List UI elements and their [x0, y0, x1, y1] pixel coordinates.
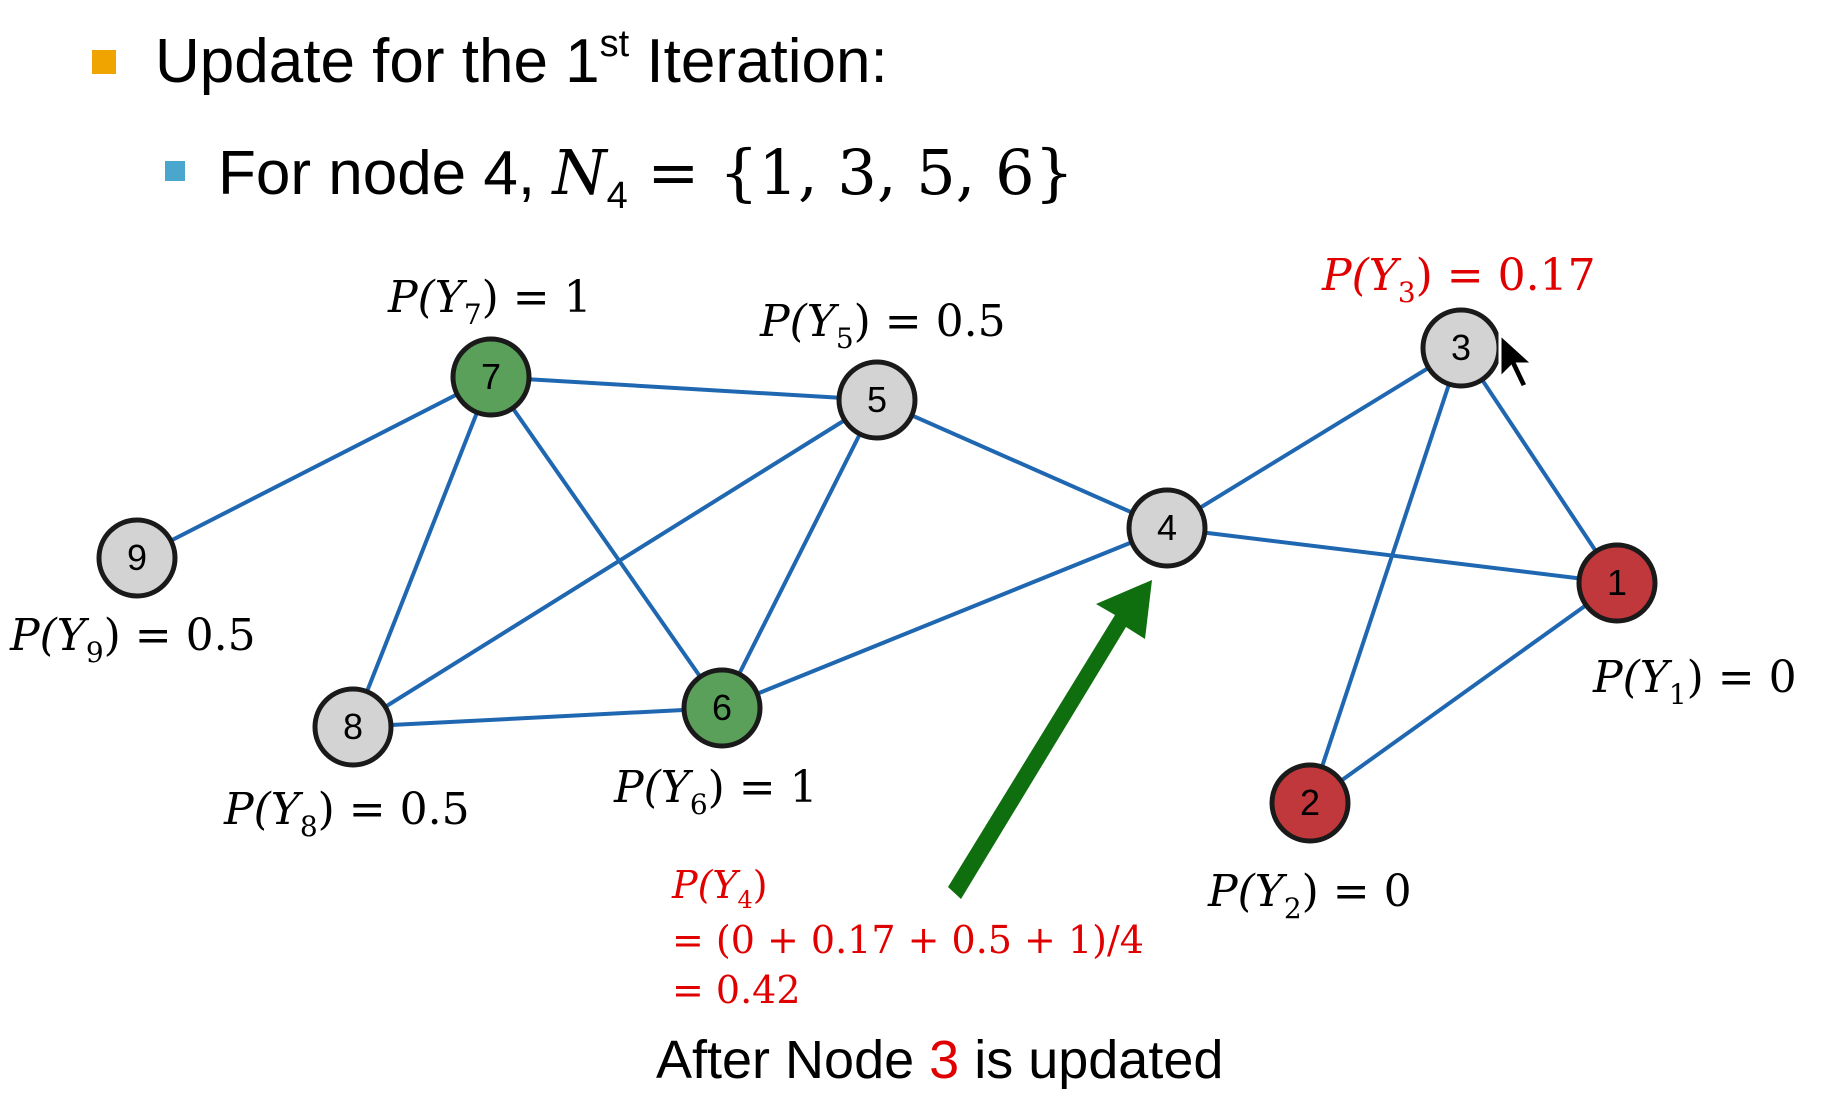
- node-2-label: 2: [1300, 782, 1320, 823]
- mouse-cursor-icon: [1498, 330, 1537, 390]
- caption: After Node 3 is updated: [656, 1030, 1224, 1090]
- edge-7-6: [489, 375, 724, 710]
- node-1: 1: [1576, 542, 1658, 624]
- nodes-group: 1 2 3 4 5 6 7 8 9: [96, 307, 1658, 844]
- node-4-label: 4: [1157, 507, 1177, 548]
- node-7-circle: [450, 336, 532, 418]
- edge-5-4: [876, 398, 1168, 530]
- node-1-label: 1: [1607, 562, 1627, 603]
- node-5: 5: [836, 359, 918, 441]
- node-3-label: 3: [1451, 327, 1471, 368]
- edge-7-8: [351, 376, 493, 728]
- node-6: 6: [681, 667, 763, 749]
- node-1-circle: [1576, 542, 1658, 624]
- node-6-label: 6: [712, 687, 732, 728]
- edge-3-1: [1459, 346, 1619, 585]
- node-8-label: 8: [343, 706, 363, 747]
- green-arrow: [948, 580, 1152, 899]
- edge-1-2: [1308, 581, 1619, 805]
- sub-heading: For node 4, N4 = {1, 3, 5, 6}: [218, 136, 1074, 217]
- calculation-block: P(Y4) = (0 + 0.17 + 0.5 + 1)/4 = 0.42: [672, 860, 1144, 1015]
- node-7: 7: [450, 336, 532, 418]
- node-8-circle: [312, 686, 394, 768]
- node-4-circle: [1126, 487, 1208, 569]
- bullet-blue: [165, 161, 185, 181]
- node-9-label: 9: [127, 537, 147, 578]
- node-2: 2: [1269, 762, 1351, 844]
- node-9: 9: [96, 517, 178, 599]
- edge-8-6: [352, 706, 723, 729]
- node-8: 8: [312, 686, 394, 768]
- label-p3: P(Y3) = 0.17: [1322, 250, 1596, 309]
- node-2-circle: [1269, 762, 1351, 844]
- node-4: 4: [1126, 487, 1208, 569]
- node-5-circle: [836, 359, 918, 441]
- edge-4-3: [1165, 346, 1463, 530]
- node-5-label: 5: [867, 379, 887, 420]
- calculation-line1: P(Y4): [672, 863, 768, 914]
- slide-heading: Update for the 1st Iteration:: [155, 23, 888, 96]
- calculation-line3: = 0.42: [672, 968, 801, 1012]
- label-p5: P(Y5) = 0.5: [760, 296, 1006, 355]
- edge-7-5: [490, 375, 878, 402]
- label-p9: P(Y9) = 0.5: [10, 610, 256, 669]
- edge-5-6: [720, 399, 879, 709]
- label-p6: P(Y6) = 1: [614, 762, 818, 821]
- edge-3-2: [1308, 347, 1463, 804]
- edge-6-4: [721, 526, 1168, 710]
- edges-group: [136, 346, 1619, 805]
- edge-7-9: [136, 375, 492, 560]
- node-7-label: 7: [481, 356, 501, 397]
- label-p2: P(Y2) = 0: [1208, 866, 1412, 925]
- label-p8: P(Y8) = 0.5: [224, 784, 470, 843]
- label-p7: P(Y7) = 1: [388, 272, 592, 331]
- calculation-line2: = (0 + 0.17 + 0.5 + 1)/4: [672, 918, 1144, 962]
- edge-5-8: [351, 398, 879, 729]
- bullet-orange: [92, 50, 116, 74]
- label-p1: P(Y1) = 0: [1593, 652, 1797, 711]
- node-6-circle: [681, 667, 763, 749]
- node-3: 3: [1420, 307, 1502, 389]
- node-9-circle: [96, 517, 178, 599]
